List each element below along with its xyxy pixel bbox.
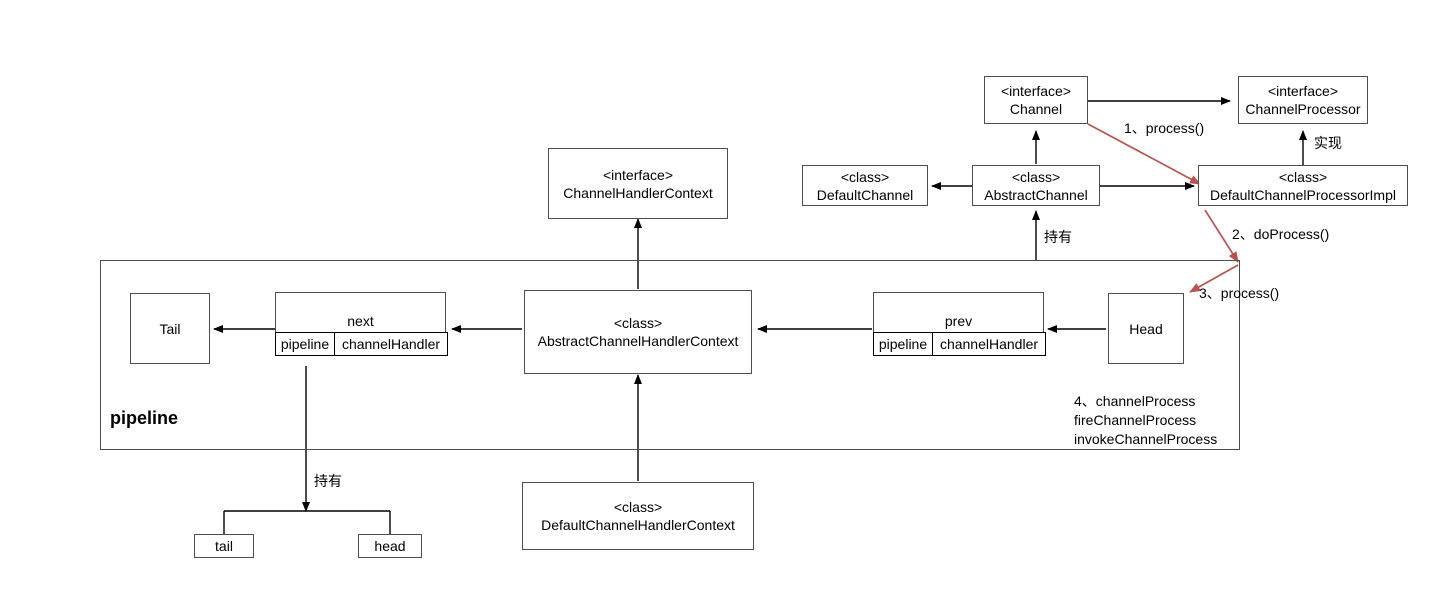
node-defaultchannelprocessorimpl-name: DefaultChannelProcessorImpl <box>1210 186 1396 203</box>
node-defaultchannelprocessorimpl-stereotype: <class> <box>1278 168 1328 185</box>
node-next-field-channelhandler[interactable]: channelHandler <box>334 332 448 356</box>
node-tail-label: Tail <box>159 320 181 337</box>
edge-label-step4: 4、channelProcess fireChannelProcess invo… <box>1074 392 1217 449</box>
node-prev-label: prev <box>944 313 973 329</box>
node-prev[interactable]: prev pipeline channelHandler <box>873 292 1046 356</box>
node-channelhandlercontext-name: ChannelHandlerContext <box>563 184 713 201</box>
node-head[interactable]: Head <box>1108 293 1184 364</box>
node-next-field-pipeline[interactable]: pipeline <box>275 332 335 356</box>
node-channel-name: Channel <box>1009 101 1063 117</box>
node-abstractchannel-name: AbstractChannel <box>984 186 1088 203</box>
node-defaultchannel-name: DefaultChannel <box>816 186 914 203</box>
node-channelhandlercontext-stereotype: <interface> <box>602 166 674 183</box>
node-defaultchannelhandlercontext-name: DefaultChannelHandlerContext <box>541 517 735 533</box>
edge-label-step1: 1、process() <box>1124 120 1205 136</box>
node-defaultchannelhandlercontext-stereotype: <class> <box>613 499 663 515</box>
edge-label-step2: 2、doProcess() <box>1232 226 1330 242</box>
pipeline-group <box>100 260 1240 450</box>
node-next-fields: pipeline channelHandler <box>275 332 448 356</box>
node-next[interactable]: next pipeline channelHandler <box>275 292 448 356</box>
edge-label-step4-line3: invokeChannelProcess <box>1074 431 1218 447</box>
edge-label-step4-line1: 4、channelProcess <box>1074 393 1196 409</box>
node-head-label: Head <box>1129 320 1163 337</box>
edge-label-step4-line2: fireChannelProcess <box>1074 412 1197 428</box>
node-defaultchannelprocessorimpl[interactable]: <class> DefaultChannelProcessorImpl <box>1198 165 1408 206</box>
node-channelprocessor-stereotype: <interface> <box>1267 83 1339 99</box>
node-prev-field-channelhandler[interactable]: channelHandler <box>932 332 1046 356</box>
edge-label-implements: 实现 <box>1314 135 1342 151</box>
node-prev-fields: pipeline channelHandler <box>873 332 1046 356</box>
node-abstractchannel-stereotype: <class> <box>1011 168 1061 185</box>
node-channelprocessor-name: ChannelProcessor <box>1245 101 1361 117</box>
node-defaultchannel[interactable]: <class> DefaultChannel <box>802 165 928 206</box>
node-abstractchannelhandlercontext-stereotype: <class> <box>613 315 663 331</box>
node-head-field[interactable]: head <box>358 534 422 558</box>
node-channel-stereotype: <interface> <box>1000 83 1072 99</box>
node-tail-field-label: tail <box>215 538 233 554</box>
node-channelhandlercontext[interactable]: <interface> ChannelHandlerContext <box>548 148 728 219</box>
node-channel[interactable]: <interface> Channel <box>984 76 1088 124</box>
edge-label-step3: 3、process() <box>1199 285 1280 301</box>
node-tail-field[interactable]: tail <box>194 534 254 558</box>
node-abstractchannelhandlercontext-name: AbstractChannelHandlerContext <box>537 333 739 349</box>
node-prev-field-pipeline[interactable]: pipeline <box>873 332 933 356</box>
node-tail[interactable]: Tail <box>130 293 210 364</box>
node-next-label: next <box>347 313 374 329</box>
node-defaultchannel-stereotype: <class> <box>840 168 890 185</box>
node-abstractchannelhandlercontext[interactable]: <class> AbstractChannelHandlerContext <box>524 290 752 374</box>
edge-label-holds-pipeline: 持有 <box>314 473 342 489</box>
node-channelprocessor[interactable]: <interface> ChannelProcessor <box>1238 76 1368 124</box>
edge-label-holds-channel: 持有 <box>1044 229 1072 245</box>
node-abstractchannel[interactable]: <class> AbstractChannel <box>972 165 1100 206</box>
node-head-field-label: head <box>374 538 406 554</box>
pipeline-group-label: pipeline <box>110 408 179 428</box>
node-defaultchannelhandlercontext[interactable]: <class> DefaultChannelHandlerContext <box>522 482 754 550</box>
